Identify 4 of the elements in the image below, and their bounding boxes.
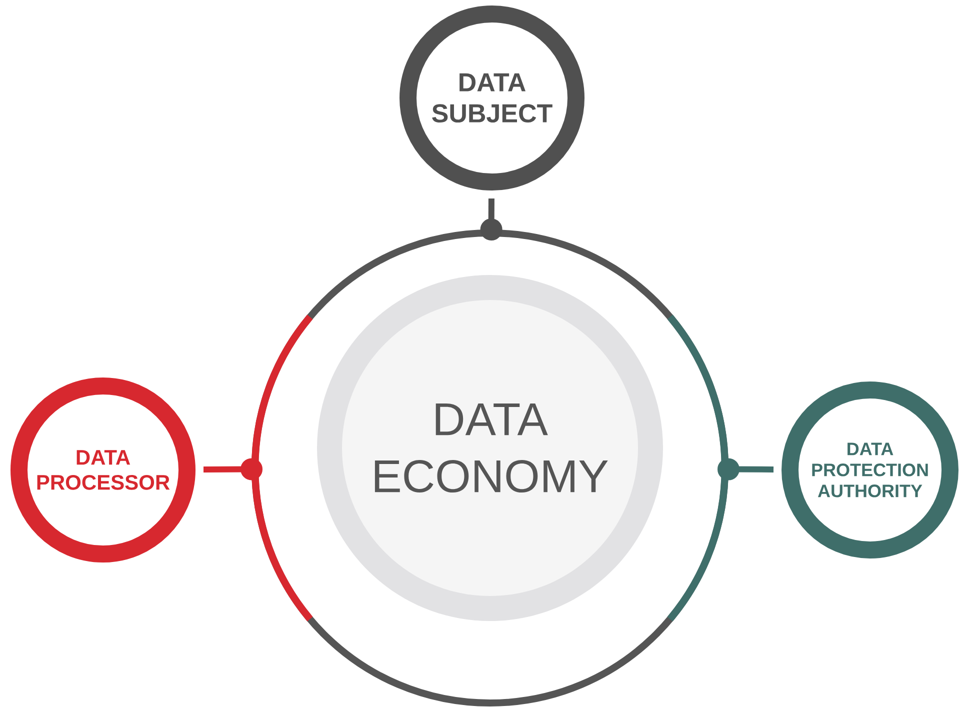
- connector: [480, 198, 502, 240]
- center-disk: DATA ECONOMY: [342, 300, 638, 596]
- connector: [203, 458, 263, 480]
- connector: [718, 458, 774, 480]
